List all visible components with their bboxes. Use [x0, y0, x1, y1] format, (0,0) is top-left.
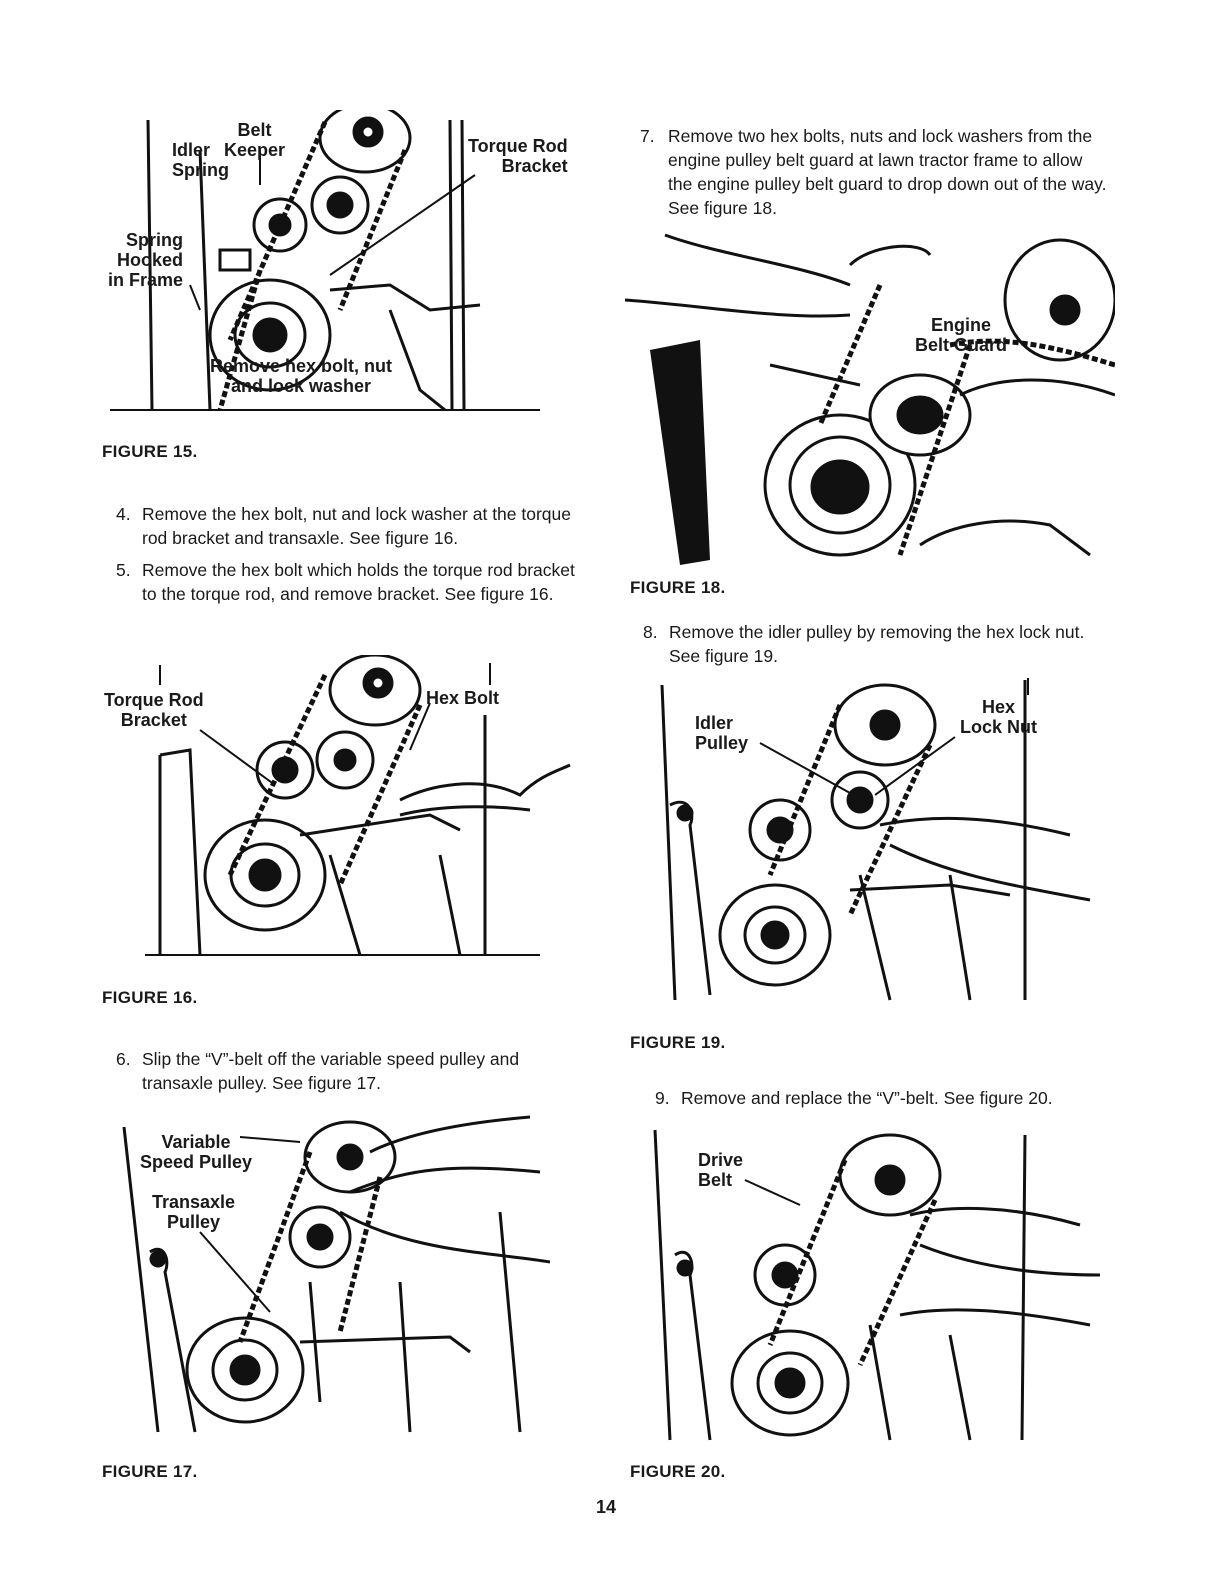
- step-number: 6.: [116, 1049, 131, 1069]
- figure-19-illustration: Idler Pulley Hex Lock Nut: [650, 675, 1110, 1010]
- step-8: 8. Remove the idler pulley by removing t…: [643, 620, 1113, 670]
- label-hex-bolt: Hex Bolt: [426, 688, 500, 708]
- label-variable-speed-pulley: Variable Speed Pulley: [140, 1132, 253, 1172]
- label-remove-hex-bolt: Remove hex bolt, nut and lock washer: [210, 356, 393, 396]
- label-hex-lock-nut: Hex Lock Nut: [960, 697, 1038, 737]
- step-number: 7.: [640, 126, 655, 146]
- label-idler-spring: Idler Spring: [172, 140, 229, 180]
- step-number: 8.: [643, 622, 658, 642]
- figure-18-illustration: Engine Belt Guard: [620, 225, 1115, 565]
- step-7: 7. Remove two hex bolts, nuts and lock w…: [640, 124, 1110, 224]
- step-4: 4. Remove the hex bolt, nut and lock was…: [116, 502, 591, 552]
- figure-19-caption: FIGURE 19.: [630, 1033, 726, 1052]
- step-text: Remove two hex bolts, nuts and lock wash…: [668, 126, 1107, 218]
- step-text: Remove and replace the “V”-belt. See fig…: [681, 1088, 1053, 1108]
- label-transaxle-pulley: Transaxle Pulley: [152, 1192, 236, 1232]
- label-drive-belt: Drive Belt: [698, 1150, 744, 1190]
- step-9: 9. Remove and replace the “V”-belt. See …: [655, 1086, 1115, 1112]
- figure-17-illustration: Variable Speed Pulley Transaxle Pulley: [110, 1112, 580, 1442]
- label-spring-hooked: Spring Hooked in Frame: [108, 230, 184, 290]
- label-idler-pulley: Idler Pulley: [695, 713, 749, 753]
- figure-16-illustration: Torque Rod Bracket Hex Bolt: [100, 655, 580, 965]
- step-text: Remove the hex bolt which holds the torq…: [142, 560, 575, 604]
- step-number: 5.: [116, 560, 131, 580]
- step-text: Remove the hex bolt, nut and lock washer…: [142, 504, 572, 548]
- label-belt-keeper: Belt Keeper: [224, 120, 286, 160]
- figure-18-caption: FIGURE 18.: [630, 578, 726, 597]
- figure-20-caption: FIGURE 20.: [630, 1462, 726, 1481]
- figure-15-caption: FIGURE 15.: [102, 442, 198, 461]
- step-number: 4.: [116, 504, 131, 524]
- step-text: Remove the idler pulley by removing the …: [669, 622, 1085, 666]
- figure-16-caption: FIGURE 16.: [102, 988, 198, 1007]
- step-6: 6. Slip the “V”-belt off the variable sp…: [116, 1047, 591, 1097]
- figure-20-illustration: Drive Belt: [650, 1125, 1110, 1445]
- figure-15-illustration: Belt Keeper Idler Spring Torque Rod Brac…: [100, 110, 590, 420]
- label-torque-rod-bracket: Torque Rod Bracket: [104, 690, 204, 730]
- figure-17-caption: FIGURE 17.: [102, 1462, 198, 1481]
- step-5: 5. Remove the hex bolt which holds the t…: [116, 558, 591, 632]
- step-text: Slip the “V”-belt off the variable speed…: [142, 1049, 520, 1093]
- label-engine-belt-guard: Engine Belt Guard: [915, 315, 1008, 355]
- step-number: 9.: [655, 1088, 670, 1108]
- page-number: 14: [596, 1497, 617, 1517]
- label-torque-rod-bracket: Torque Rod Bracket: [468, 136, 568, 176]
